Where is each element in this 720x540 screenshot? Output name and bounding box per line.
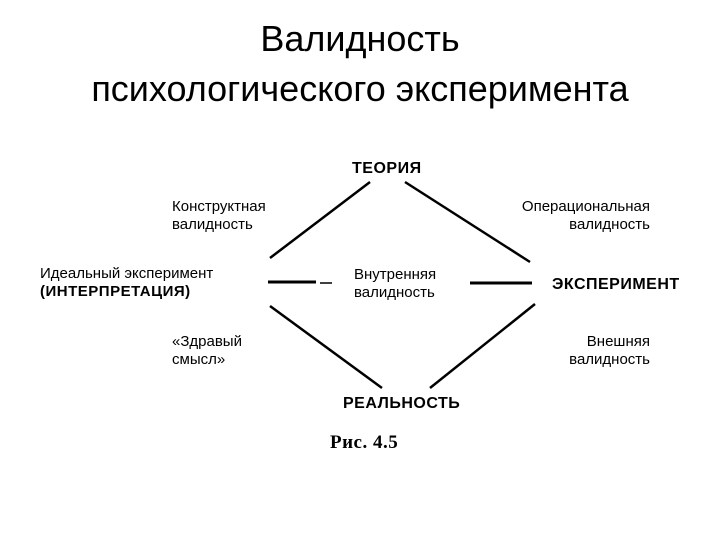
node-theory: ТЕОРИЯ [352, 160, 422, 177]
line-right-reality [429, 303, 536, 389]
label-common-sense: «Здравый смысл» [172, 333, 242, 368]
label-operational-validity: Операциональная валидность [521, 198, 650, 233]
line-theory-right [404, 180, 531, 264]
line-theory-left [269, 181, 371, 259]
label-external-validity: Внешняя валидность [569, 333, 650, 368]
node-experiment: ЭКСПЕРИМЕНТ [552, 276, 680, 293]
line-left-reality [269, 304, 383, 390]
label-construct-validity: Конструктная валидность [172, 198, 266, 233]
slide-title: Валидность психологического эксперимента [0, 14, 720, 114]
node-reality: РЕАЛЬНОСТЬ [343, 395, 461, 412]
title-line-2: психологического эксперимента [91, 68, 629, 109]
node-ideal-experiment: Идеальный эксперимент (ИНТЕРПРЕТАЦИЯ) [40, 265, 214, 300]
label-internal-validity: Внутренняя валидность [354, 266, 437, 301]
figure-caption: Рис. 4.5 [330, 432, 399, 453]
title-line-1: Валидность [260, 18, 460, 59]
